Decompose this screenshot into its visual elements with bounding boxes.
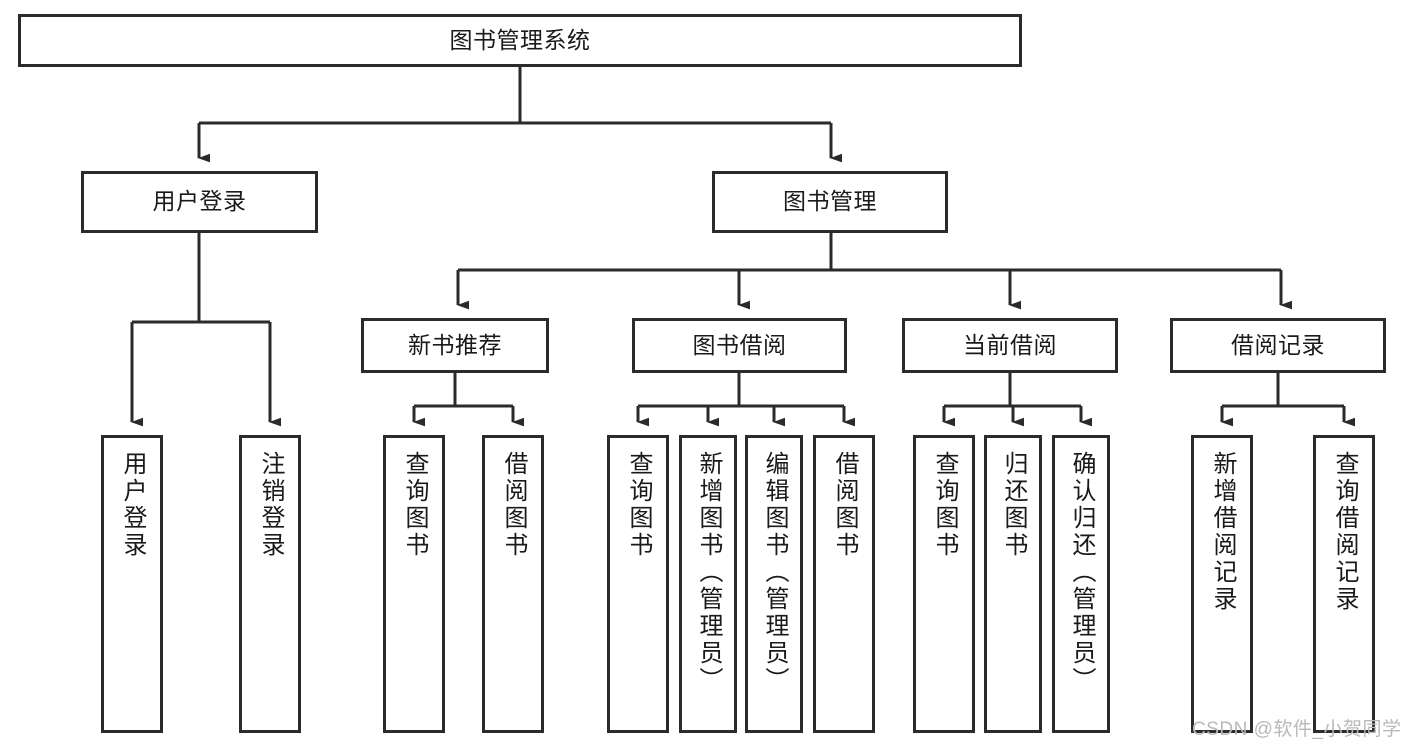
leaf-add-borrow-record[interactable]: 新增借阅记录 — [1191, 435, 1253, 733]
edge-user-login-to-bus — [132, 233, 270, 324]
edge-book-borrow-to-bus — [638, 373, 844, 408]
edge-root-to-bus — [199, 67, 831, 125]
node-label: 查询图书 — [401, 451, 428, 559]
leaf-query-book-new[interactable]: 查询图书 — [383, 435, 445, 733]
leaf-confirm-return-admin[interactable]: 确认归还（管理员） — [1052, 435, 1110, 733]
edge-borrow-record-to-bus — [1222, 373, 1344, 408]
node-label: 借阅图书 — [831, 451, 858, 559]
node-label: 新增图书（管理员） — [695, 451, 722, 694]
node-label: 当前借阅 — [963, 331, 1057, 358]
node-label: 查询图书 — [931, 451, 958, 559]
edge-book-manage-to-bus — [458, 233, 1281, 272]
leaf-query-borrow-record[interactable]: 查询借阅记录 — [1313, 435, 1375, 733]
node-label: 新书推荐 — [408, 331, 502, 358]
node-label: 用户登录 — [152, 188, 247, 215]
leaf-edit-book-admin[interactable]: 编辑图书（管理员） — [745, 435, 803, 733]
node-root-book-management-system[interactable]: 图书管理系统 — [18, 14, 1022, 67]
leaf-return-book[interactable]: 归还图书 — [984, 435, 1042, 733]
node-user-login[interactable]: 用户登录 — [81, 171, 318, 233]
node-label: 查询图书 — [625, 451, 652, 559]
node-label: 用户登录 — [119, 451, 146, 559]
watermark-text: CSDN @软件_小贺同学 — [1192, 719, 1402, 740]
leaf-query-book-borrow[interactable]: 查询图书 — [607, 435, 669, 733]
leaf-query-book-current[interactable]: 查询图书 — [913, 435, 975, 733]
node-label: 确认归还（管理员） — [1068, 451, 1095, 694]
leaf-logout[interactable]: 注销登录 — [239, 435, 301, 733]
edge-current-borrow-to-bus — [944, 373, 1081, 408]
node-book-management[interactable]: 图书管理 — [712, 171, 948, 233]
node-new-book-recommend[interactable]: 新书推荐 — [361, 318, 549, 373]
node-label: 图书借阅 — [692, 331, 787, 358]
node-label: 编辑图书（管理员） — [761, 451, 788, 694]
leaf-borrow-book[interactable]: 借阅图书 — [813, 435, 875, 733]
node-label: 借阅图书 — [500, 451, 527, 559]
node-label: 归还图书 — [1000, 451, 1027, 559]
node-label: 查询借阅记录 — [1331, 451, 1358, 613]
node-label: 新增借阅记录 — [1209, 451, 1236, 613]
node-label: 借阅记录 — [1231, 331, 1325, 358]
node-label: 图书管理系统 — [449, 26, 591, 53]
node-label: 图书管理 — [783, 188, 877, 215]
edge-new-book-to-bus — [414, 373, 513, 408]
leaf-borrow-book-new[interactable]: 借阅图书 — [482, 435, 544, 733]
leaf-add-book-admin[interactable]: 新增图书（管理员） — [679, 435, 737, 733]
node-borrow-record[interactable]: 借阅记录 — [1170, 318, 1386, 373]
node-book-borrow[interactable]: 图书借阅 — [632, 318, 847, 373]
leaf-user-login[interactable]: 用户登录 — [101, 435, 163, 733]
node-label: 注销登录 — [257, 451, 284, 559]
node-current-borrow[interactable]: 当前借阅 — [902, 318, 1118, 373]
